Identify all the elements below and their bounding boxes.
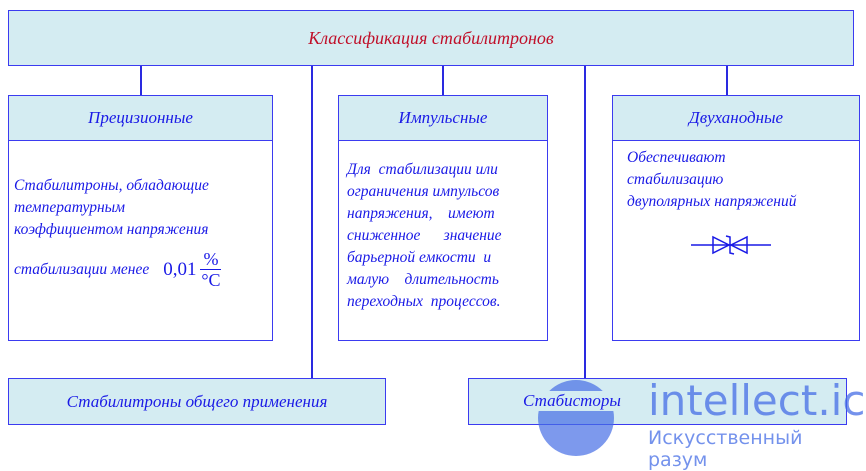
connector — [584, 65, 586, 378]
category-stabistors: Стабисторы — [520, 391, 624, 411]
category-bidirectional-header: Двуханодные — [612, 95, 860, 141]
text-line: коэффициентом напряжения — [14, 221, 209, 238]
bidirectional-zener-diode-icon — [691, 235, 771, 255]
connector — [726, 65, 728, 95]
watermark-site: intellect.icu — [648, 376, 866, 425]
connector — [442, 65, 444, 95]
text-line: малую длительность — [347, 271, 499, 288]
category-precision-header: Прецизионные — [8, 95, 273, 141]
category-pulse-header: Импульсные — [338, 95, 548, 141]
text-line: барьерной емкости и — [347, 249, 492, 266]
text-line: стабилизацию — [627, 171, 724, 188]
text-line: Стабилитроны, обладающие — [14, 177, 209, 194]
connector — [311, 65, 313, 378]
denominator: °C — [201, 270, 221, 290]
category-bidirectional-body: Обеспечивают стабилизацию двуполярных на… — [612, 140, 860, 341]
text-line: Для стабилизации или — [347, 161, 498, 178]
text-line: двуполярных напряжений — [627, 193, 797, 210]
category-general-purpose: Стабилитроны общего применения — [8, 378, 386, 425]
text-line: стабилизации менее — [14, 260, 150, 278]
numerator: % — [200, 249, 222, 270]
diagram-title: Классификация стабилитронов — [8, 10, 854, 66]
formula-value: 0,01 — [163, 258, 197, 280]
category-pulse-body: Для стабилизации или ограничения импульс… — [338, 140, 548, 341]
text-line: температурным — [14, 199, 126, 216]
formula-fraction: % °C — [200, 249, 222, 290]
category-precision-body: Стабилитроны, обладающие температурным к… — [8, 140, 273, 341]
text-line: переходных процессов. — [347, 293, 501, 310]
text-line: Обеспечивают — [627, 149, 726, 166]
text-line: напряжения, имеют — [347, 205, 495, 222]
connector — [140, 65, 142, 95]
watermark-tagline: Искусственный разум — [648, 427, 803, 471]
text-line: сниженное значение — [347, 227, 502, 244]
text-line: ограничения импульсов — [347, 183, 500, 200]
